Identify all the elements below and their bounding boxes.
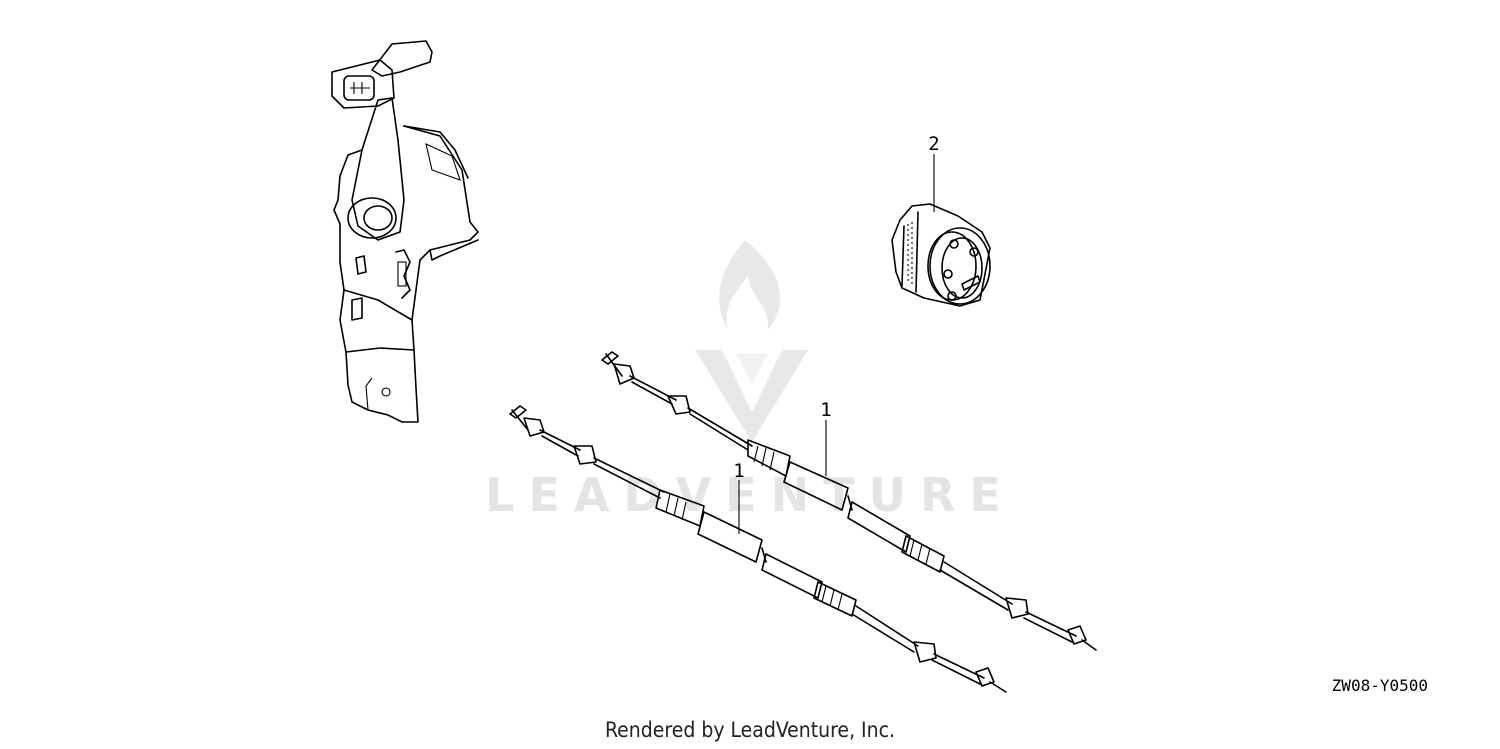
- remote-control-box: [331, 40, 479, 423]
- callout-cable-upper: 1: [820, 399, 831, 421]
- watermark: LEADVENTURE: [485, 240, 1015, 522]
- control-cable-upper: [601, 351, 1097, 651]
- watermark-logo: [695, 240, 808, 442]
- callout-cable-lower: 1: [733, 460, 744, 482]
- leader-lines: [738, 154, 935, 534]
- control-cable-lower: [509, 405, 1007, 693]
- footer-credit: Rendered by LeadVenture, Inc.: [605, 718, 895, 742]
- callout-switch: 2: [928, 133, 939, 155]
- watermark-text: LEADVENTURE: [485, 468, 1015, 522]
- diagram-code: ZW08-Y0500: [1332, 676, 1428, 695]
- switch-assembly: [891, 203, 991, 307]
